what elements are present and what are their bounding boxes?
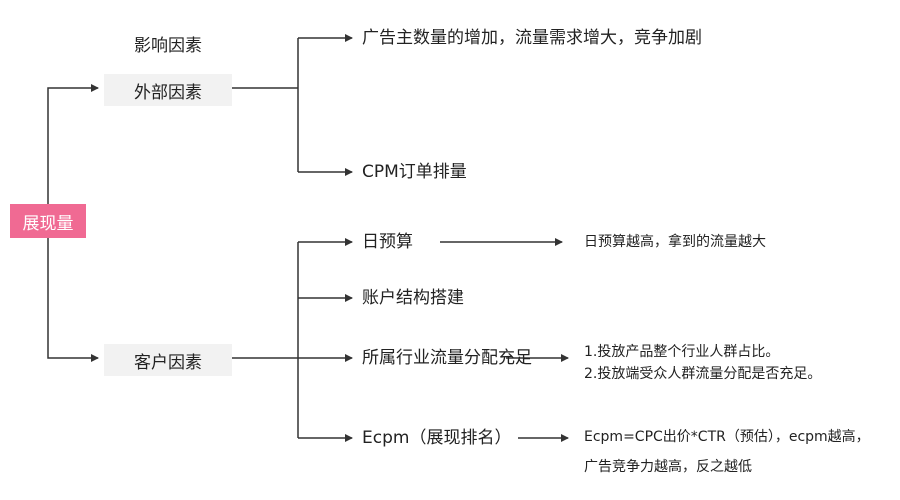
client-factor-node: 客户因素: [104, 344, 232, 376]
root-connector: [47, 84, 99, 204]
note-text: 1.投放产品整个行业人群占比。: [584, 344, 780, 360]
note-text: 广告竞争力越高，反之越低: [584, 459, 752, 475]
client-item: 账户结构搭建: [362, 288, 464, 308]
root-node: 展现量: [10, 204, 86, 238]
note-text: 2.投放端受众人群流量分配是否充足。: [584, 366, 822, 382]
external-item: 广告主数量的增加，流量需求增大，竞争加剧: [362, 28, 702, 48]
external-factor-node: 外部因素: [104, 74, 232, 106]
client-item: Ecpm（展现排名）: [362, 428, 512, 448]
root-connector: [47, 238, 99, 362]
influence-heading: 影响因素: [134, 36, 202, 56]
client-item: 日预算: [362, 232, 413, 252]
external-item: CPM订单排量: [362, 162, 467, 182]
client-item: 所属行业流量分配充足: [362, 348, 532, 368]
note-text: 日预算越高，拿到的流量越大: [584, 234, 766, 250]
note-text: Ecpm=CPC出价*CTR（预估），ecpm越高，: [584, 429, 870, 445]
